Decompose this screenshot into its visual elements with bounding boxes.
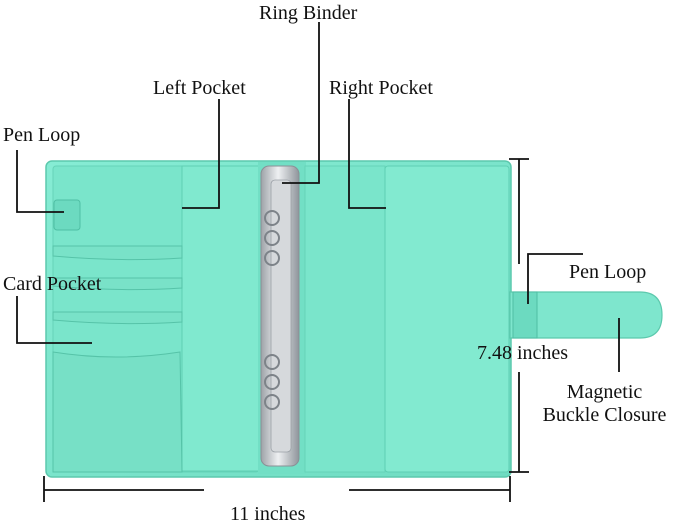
- ring-binder-label: Ring Binder: [259, 2, 358, 24]
- card-pocket-1: [52, 245, 183, 261]
- right-pocket-label: Right Pocket: [329, 77, 433, 99]
- closure-label: Magnetic Buckle Closure: [542, 381, 667, 426]
- closure-strap: [509, 291, 663, 339]
- card-pocket-3: [52, 311, 183, 325]
- card-pocket-leader: [16, 296, 92, 344]
- height-label: 7.48 inches: [477, 342, 569, 364]
- card-pocket-2: [52, 277, 183, 291]
- pen-loop-right-label: Pen Loop: [569, 261, 647, 283]
- card-pocket-label: Card Pocket: [3, 273, 102, 295]
- right-pocket-leader: [348, 99, 386, 209]
- callout-lines: [16, 22, 620, 502]
- width-label: 11 inches: [230, 503, 306, 525]
- pen-loop-left-leader: [16, 150, 64, 213]
- left-pocket-label: Left Pocket: [153, 77, 246, 99]
- card-pocket-4: [52, 351, 183, 473]
- ring-binder-leader: [282, 22, 320, 184]
- pen-loop-left-label: Pen Loop: [3, 124, 81, 146]
- pen-loop-left-strap: [53, 199, 81, 231]
- pen-loop-right-leader: [527, 253, 583, 304]
- binder-body: [45, 160, 663, 478]
- pen-loop-right-strap: [512, 291, 538, 339]
- left-pocket-leader: [182, 99, 220, 209]
